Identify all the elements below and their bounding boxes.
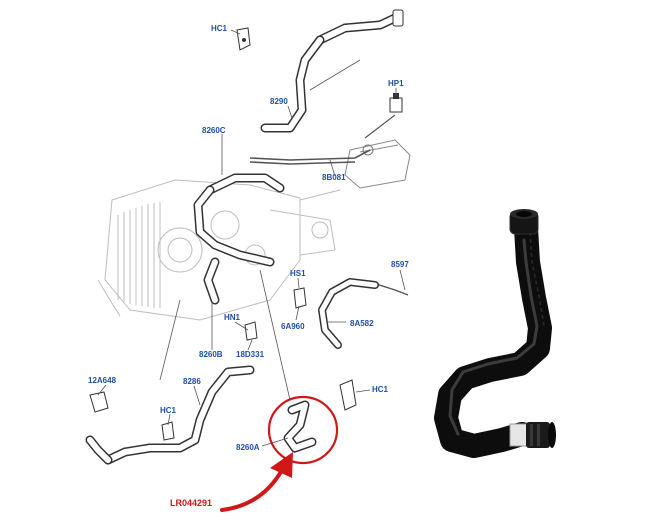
label-8260c: 8260C: [202, 126, 226, 135]
hose-8a582: [318, 278, 379, 349]
hose-8260c: [193, 173, 285, 267]
leader-lines: [97, 29, 406, 447]
clamp-hs1: [293, 287, 307, 309]
label-hs1: HS1: [290, 269, 306, 278]
hose-product-photo: [434, 209, 556, 458]
clamp-hn1: [244, 321, 258, 341]
label-hc1-right: HC1: [372, 385, 389, 394]
label-8597: 8597: [391, 260, 409, 269]
label-8260b: 8260B: [199, 350, 223, 359]
label-hc1-top: HC1: [211, 24, 228, 33]
hose-8286: [85, 365, 255, 465]
clamp-hc1-right: [339, 379, 357, 411]
label-12a648: 12A648: [88, 376, 117, 385]
clamp-12a648: [89, 391, 109, 413]
hose-8260a: [283, 400, 317, 453]
callout-arrowhead: [270, 452, 293, 478]
label-hn1: HN1: [224, 313, 241, 322]
hose-8290-upper: [260, 9, 404, 133]
part-number-label: LR044291: [170, 498, 212, 508]
label-8290: 8290: [270, 97, 288, 106]
callout-arrow: [220, 468, 284, 512]
label-6a960: 6A960: [281, 322, 305, 331]
label-8286: 8286: [183, 377, 201, 386]
hose-8260b: [203, 257, 220, 305]
label-hp1: HP1: [388, 79, 404, 88]
engine-block: [97, 179, 341, 321]
label-hc1-left: HC1: [160, 406, 177, 415]
highlight-circle: [267, 395, 339, 465]
label-18d331: 18D331: [236, 350, 265, 359]
label-8b081: 8B081: [322, 173, 346, 182]
label-8a582: 8A582: [350, 319, 374, 328]
expansion-tank: [344, 139, 411, 189]
label-8260a: 8260A: [236, 443, 260, 452]
clamp-hc1-top: [236, 27, 251, 51]
